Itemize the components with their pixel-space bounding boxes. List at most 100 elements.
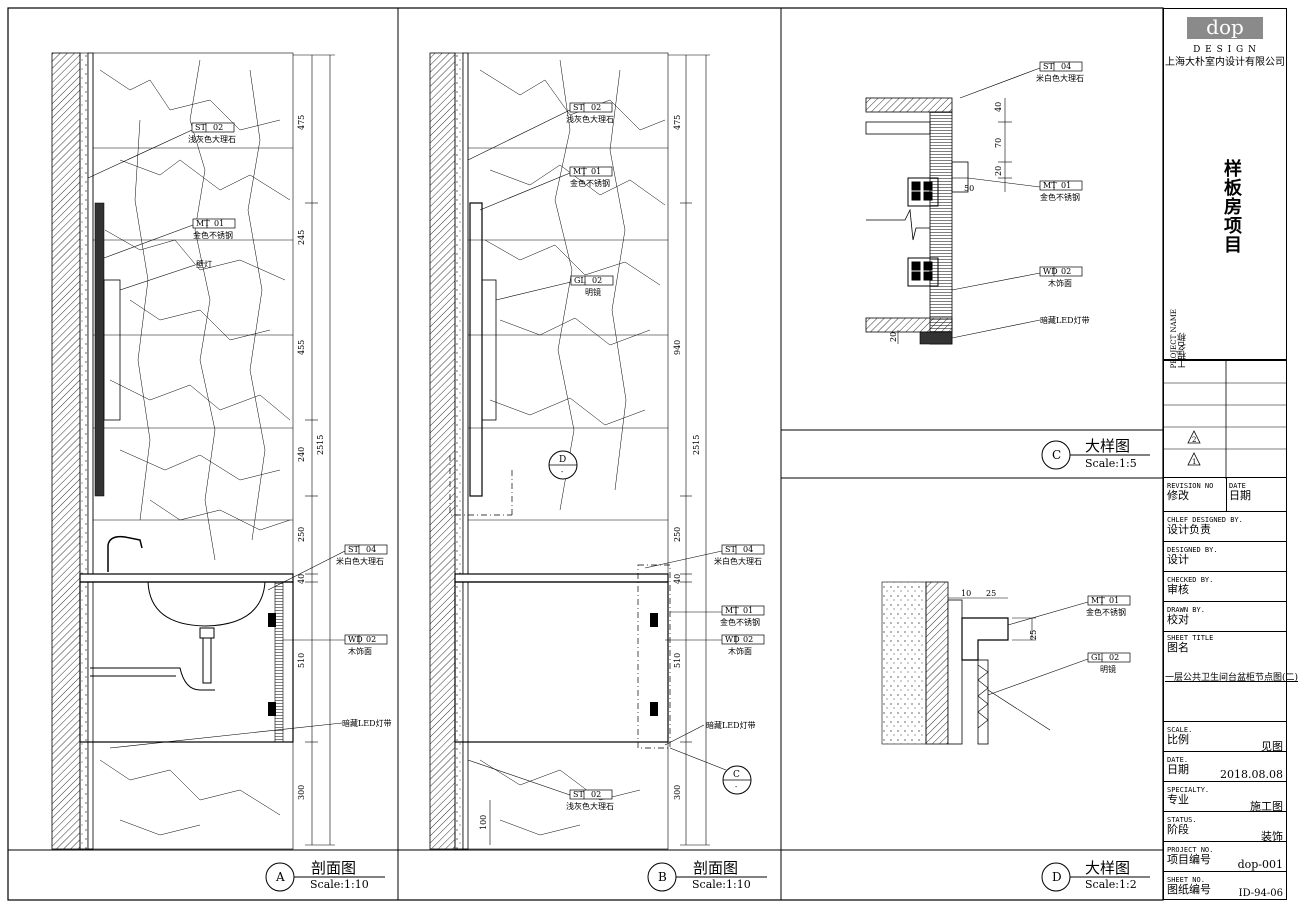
mirror-frame [469, 202, 483, 497]
project-name: 样板房项目 [1221, 159, 1242, 254]
drawer-field: DRAWN BY.校对 [1164, 601, 1286, 631]
steel-profile [961, 617, 1009, 661]
dim-text: 25 [1029, 630, 1038, 640]
dim-text: 25 [986, 589, 996, 598]
view-scale: Scale:1:5 [1085, 457, 1137, 470]
marble-veins [99, 759, 281, 836]
material-note: 浅灰色大理石 [566, 114, 614, 124]
mirror-glass [977, 659, 989, 745]
svg-text:WD: WD [725, 635, 740, 644]
svg-text:02: 02 [592, 276, 602, 285]
dim-text: 510 [673, 653, 682, 668]
title-block: dop D E S I G N 上海大朴室内设计有限公司 样板房项目 PROJE… [1163, 8, 1299, 900]
svg-text:ST: ST [348, 545, 359, 554]
rev-mark: 1 [1192, 458, 1196, 466]
stone-layer [87, 52, 94, 850]
dim-text: 300 [673, 785, 682, 800]
callout-c-sub: - [735, 783, 738, 791]
callout-d-mark: D [559, 455, 566, 465]
view-c-annotations: 40 70 20 50 20 ST 04 米白色大理石 MT 01 金色不锈钢 … [889, 61, 1090, 342]
material-note: 明镜 [1100, 664, 1116, 674]
view-b-tags: ST 02 浅灰色大理石 MT 01 金色不锈钢 GL 02 明镜 ST 04 … [467, 102, 765, 811]
detail-c-boundary [637, 564, 671, 749]
dim-text: 10 [961, 589, 971, 598]
countertop [454, 573, 669, 583]
dim-text: 40 [994, 102, 1003, 112]
view-title: 剖面图 [311, 859, 356, 877]
led-note: 暗藏LED灯带 [706, 720, 756, 730]
hinges [650, 613, 658, 716]
company-logo: dop D E S I G N 上海大朴室内设计有限公司 [1164, 15, 1286, 70]
section-view-a [51, 52, 335, 850]
svg-text:WD: WD [348, 635, 363, 644]
material-note: 浅灰色大理石 [566, 801, 614, 811]
svg-text:01: 01 [214, 219, 224, 228]
dim-text: 20 [889, 332, 898, 342]
svg-text:GL: GL [574, 276, 586, 285]
mirror-edge [481, 279, 497, 421]
svg-text:02: 02 [591, 790, 601, 799]
callout-c-mark: C [733, 770, 740, 780]
dimension-lines [293, 54, 335, 846]
svg-text:ST: ST [725, 545, 736, 554]
faucet [107, 535, 143, 572]
svg-text:01: 01 [743, 606, 753, 615]
material-note: 米白色大理石 [1036, 73, 1084, 83]
dim-text: 50 [964, 184, 974, 193]
svg-text:01: 01 [1109, 596, 1119, 605]
view-a-tags: ST 02 浅灰色大理石 MT 01 金色不锈钢 壁灯 ST 04 米白色大理石… [87, 122, 392, 749]
section-view-b [429, 52, 752, 850]
dim-text: 240 [297, 447, 306, 462]
sink-basin [147, 581, 266, 627]
view-a-annotations: 475 245 455 240 250 40 510 300 2515 [297, 115, 325, 800]
view-title: 大样图 [1085, 859, 1130, 877]
cabinet-body [454, 581, 669, 743]
countertop-section [865, 97, 953, 113]
svg-text:MT: MT [1043, 181, 1057, 190]
wall-lamp-note: 壁灯 [196, 259, 212, 269]
svg-text:01: 01 [591, 167, 601, 176]
callout-d-sub: - [561, 468, 564, 476]
dim-text: 300 [297, 785, 306, 800]
plaster-layer [79, 52, 89, 850]
dim-total: 2515 [692, 435, 701, 455]
material-note: 浅灰色大理石 [188, 134, 236, 144]
hinges [268, 613, 276, 716]
lower-marble [454, 741, 669, 850]
dim-text: 40 [297, 574, 306, 584]
hinge-hardware [907, 177, 939, 287]
dop-logo-icon: dop [1187, 15, 1263, 39]
wood-side [274, 581, 284, 743]
sheet-title: 一层公共卫生间台盆柜节点图(二) [1165, 673, 1299, 683]
dim-text: 20 [994, 166, 1003, 176]
svg-text:01: 01 [1061, 181, 1071, 190]
view-scale: Scale:1:2 [1085, 878, 1137, 891]
svg-text:02: 02 [591, 103, 601, 112]
date-field: DATE.日期 2018.08.08 [1164, 751, 1286, 781]
view-scale: Scale:1:10 [692, 878, 751, 891]
view-title: 大样图 [1085, 437, 1130, 455]
countertop [79, 573, 294, 583]
wall-plaster [881, 581, 927, 745]
wall-hatch [51, 52, 81, 850]
backing [947, 599, 963, 745]
svg-text:D: D [1052, 870, 1062, 884]
svg-text:04: 04 [1061, 62, 1071, 71]
revision-grid: 2 1 [1164, 359, 1286, 479]
dim-text: 475 [297, 115, 306, 130]
svg-text:GL: GL [1091, 653, 1103, 662]
dim-text: 475 [673, 115, 682, 130]
cabinet-body [79, 581, 294, 743]
dim-total: 2515 [316, 435, 325, 455]
detail-view-d [881, 581, 1051, 745]
svg-text:MT: MT [1091, 596, 1105, 605]
plaster-layer [454, 52, 464, 850]
base-board [865, 317, 953, 333]
material-note: 木饰面 [1048, 278, 1072, 288]
svg-text:02: 02 [1061, 267, 1071, 276]
marble-panel [467, 52, 669, 579]
svg-text:02: 02 [366, 635, 376, 644]
company-name: 上海大朴室内设计有限公司 [1165, 57, 1285, 68]
